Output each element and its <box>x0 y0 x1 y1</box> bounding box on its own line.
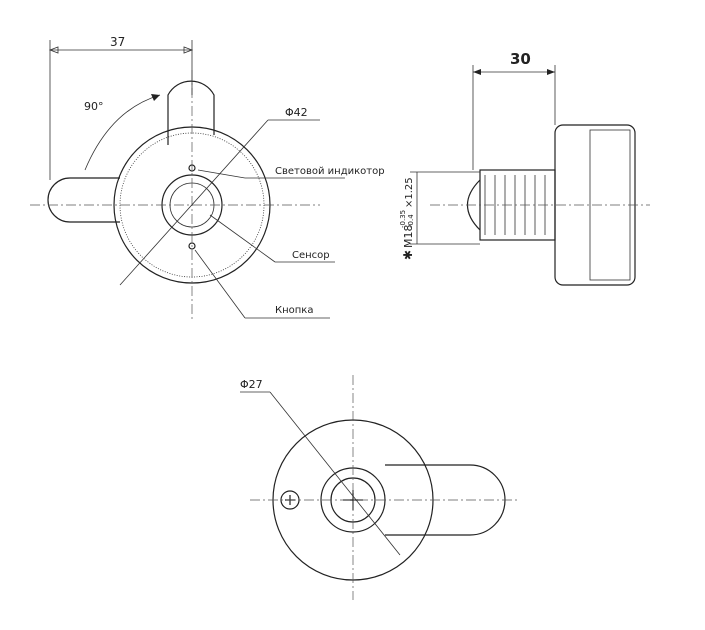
thread-spec: ✱ M18 -0.35 -0.4 ×1.25 <box>399 177 415 260</box>
rear-view <box>240 375 520 600</box>
diameter-27-label: Φ27 <box>240 378 263 391</box>
thread-tol-lower: -0.4 <box>407 214 415 228</box>
angle-label: 90° <box>84 100 104 113</box>
length-dimension: 30 <box>510 50 531 68</box>
thread-tol-upper: -0.35 <box>399 210 407 228</box>
width-dimension: 37 <box>110 35 125 49</box>
button-label: Кнопка <box>275 305 313 316</box>
front-view <box>30 40 345 320</box>
indicator-label: Световой индикотор <box>275 166 385 177</box>
side-view <box>410 65 650 286</box>
thread-mark: ✱ <box>401 250 415 260</box>
thread-size: M18 <box>402 225 415 249</box>
diameter-42-label: Φ42 <box>285 106 308 119</box>
thread-pitch: ×1.25 <box>404 177 415 208</box>
sensor-label: Сенсор <box>292 250 330 261</box>
